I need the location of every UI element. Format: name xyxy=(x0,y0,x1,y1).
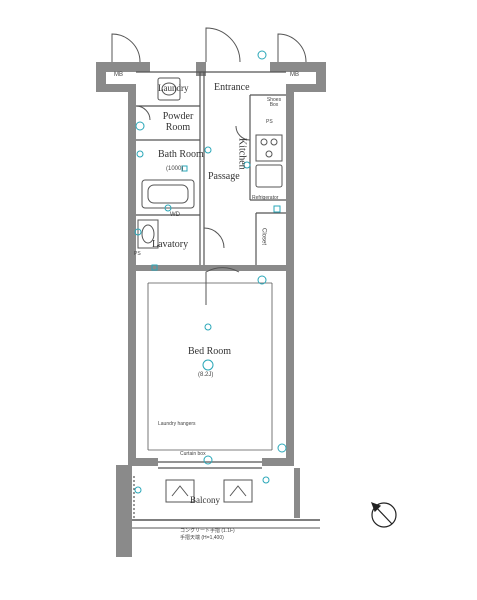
north-arrow-icon xyxy=(370,501,397,528)
mb-right-label: MB xyxy=(290,72,299,78)
balcony-aircon-units xyxy=(165,479,253,503)
fixture-markers xyxy=(134,50,287,494)
mb-left-label: MB xyxy=(114,72,123,78)
walls xyxy=(96,62,326,557)
passage-label: Passage xyxy=(208,171,240,182)
bed-room-label: Bed Room xyxy=(188,346,232,357)
entrance-label: Entrance xyxy=(214,82,250,93)
curtain-box-label: Curtain box xyxy=(180,451,206,457)
sink-icon xyxy=(137,219,159,249)
lavatory-label: Lavatory xyxy=(152,239,189,250)
wd-label: WD xyxy=(170,212,180,218)
door-swings xyxy=(111,27,307,305)
stove-icon xyxy=(255,134,283,188)
interior-lines xyxy=(132,71,320,529)
ps-kitchen-label: PS xyxy=(266,119,273,125)
refrigerator-label: Refrigerator xyxy=(252,195,279,201)
powder-room-label: Powder Room xyxy=(162,111,194,133)
toilet-icon xyxy=(157,77,181,101)
closet-label: Closet xyxy=(260,228,267,246)
bath-size-label: (1000) xyxy=(166,166,184,172)
bathtub-icon xyxy=(141,179,195,209)
balcony-note-2: 手摺天端 (H=1,400) xyxy=(180,535,224,541)
bed-room-area-label: (8.2J) xyxy=(198,372,214,378)
shoes-box-label: Shoes Box xyxy=(266,97,282,109)
laundry-hangers-label: Laundry hangers xyxy=(158,421,196,427)
laundry-label: Laundry xyxy=(158,83,189,93)
kitchen-label: Kitchen xyxy=(236,138,248,170)
balcony-label: Balcony xyxy=(190,495,220,505)
bath-room-label: Bath Room xyxy=(158,149,204,160)
ps-lavatory-label: PS xyxy=(134,251,141,257)
balcony-note-1: コンクリート手摺 (1.1F) xyxy=(180,528,235,534)
